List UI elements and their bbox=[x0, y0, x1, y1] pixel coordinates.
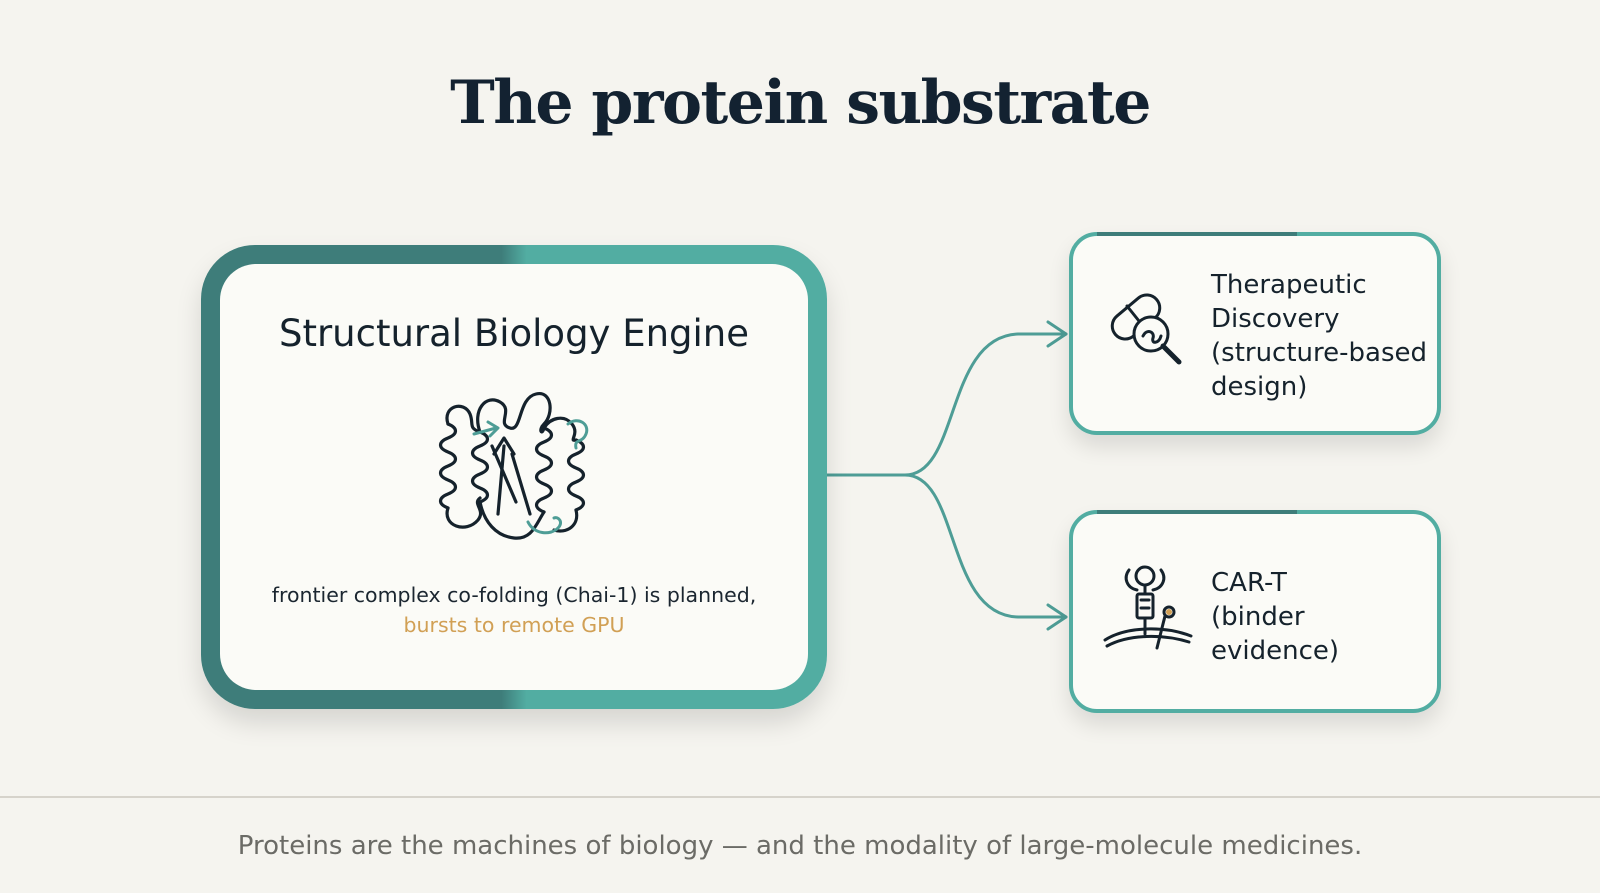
card-line: Discovery bbox=[1211, 304, 1340, 334]
connector-to-therapeutic bbox=[903, 332, 1068, 477]
card-line: evidence) bbox=[1211, 636, 1340, 666]
car-t-card: CAR-T (binder evidence) bbox=[1069, 510, 1441, 713]
arrowhead-therapeutic bbox=[1046, 320, 1068, 348]
car-t-label: CAR-T (binder evidence) bbox=[1211, 566, 1339, 668]
engine-title: Structural Biology Engine bbox=[278, 312, 750, 355]
engine-description-highlight: bursts to remote GPU bbox=[403, 613, 625, 637]
pill-magnifier-icon bbox=[1110, 293, 1182, 365]
card-line: CAR-T bbox=[1211, 568, 1287, 598]
therapeutic-discovery-card: Therapeutic Discovery (structure-based d… bbox=[1069, 232, 1441, 435]
footer-caption: Proteins are the machines of biology — a… bbox=[237, 831, 1363, 861]
card-line: design) bbox=[1211, 372, 1308, 402]
engine-description: frontier complex co-folding (Chai-1) is … bbox=[250, 580, 778, 640]
page-title: The protein substrate bbox=[450, 68, 1151, 138]
engine-card-body: Structural Biology Engine bbox=[220, 264, 808, 690]
footer-divider bbox=[0, 796, 1600, 798]
connector-to-cart bbox=[903, 473, 1068, 619]
structural-biology-engine-card: Structural Biology Engine bbox=[201, 245, 827, 709]
car-t-receptor-icon bbox=[1103, 565, 1193, 650]
card-line: Therapeutic bbox=[1211, 270, 1367, 300]
arrowhead-cart bbox=[1046, 603, 1068, 631]
card-line: (structure-based bbox=[1211, 338, 1427, 368]
therapeutic-discovery-label: Therapeutic Discovery (structure-based d… bbox=[1211, 268, 1427, 404]
card-accent-stroke bbox=[1097, 232, 1297, 236]
protein-structure-icon bbox=[438, 392, 589, 540]
card-accent-stroke bbox=[1097, 510, 1297, 514]
engine-description-text: frontier complex co-folding (Chai-1) is … bbox=[271, 583, 757, 607]
card-line: (binder bbox=[1211, 602, 1305, 632]
